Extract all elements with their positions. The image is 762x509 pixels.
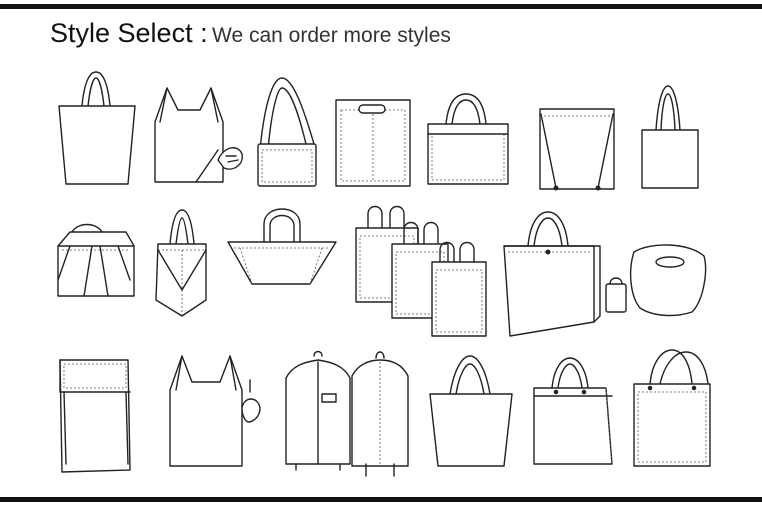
drawstring-backpack-icon[interactable] <box>540 109 614 190</box>
simple-tote-bag-icon[interactable] <box>642 86 698 188</box>
zipper-tote-bag-icon[interactable] <box>504 212 600 336</box>
cooler-bag-icon[interactable] <box>58 225 134 297</box>
garment-cover-icon[interactable] <box>352 352 408 476</box>
page-title: Style Select : <box>50 18 208 48</box>
die-cut-handle-bag-icon[interactable] <box>336 100 410 186</box>
top-divider <box>0 4 762 9</box>
flap-envelope-bag-icon[interactable] <box>60 360 130 472</box>
garment-bag-icon[interactable] <box>286 352 350 471</box>
boutique-shopping-bag-icon[interactable] <box>534 358 612 464</box>
lunch-bag-icon[interactable] <box>606 245 706 316</box>
boat-tote-bag-icon[interactable] <box>228 209 336 284</box>
page-subtitle: We can order more styles <box>212 24 451 47</box>
page-heading: Style Select : We can order more styles <box>50 18 451 49</box>
vest-shopping-bag-icon[interactable] <box>170 356 260 466</box>
trapezoid-tote-bag-icon[interactable] <box>430 356 512 466</box>
bag-set-icon[interactable] <box>356 207 486 337</box>
large-shopping-bag-icon[interactable] <box>634 350 710 466</box>
wine-bottle-bag-icon[interactable] <box>156 210 206 316</box>
tote-bag-icon[interactable] <box>59 72 135 184</box>
clear-tote-bag-icon[interactable] <box>428 94 508 184</box>
shoulder-bag-icon[interactable] <box>258 78 316 186</box>
bottom-divider <box>0 497 762 502</box>
foldable-shopping-bag-icon[interactable] <box>155 88 242 182</box>
